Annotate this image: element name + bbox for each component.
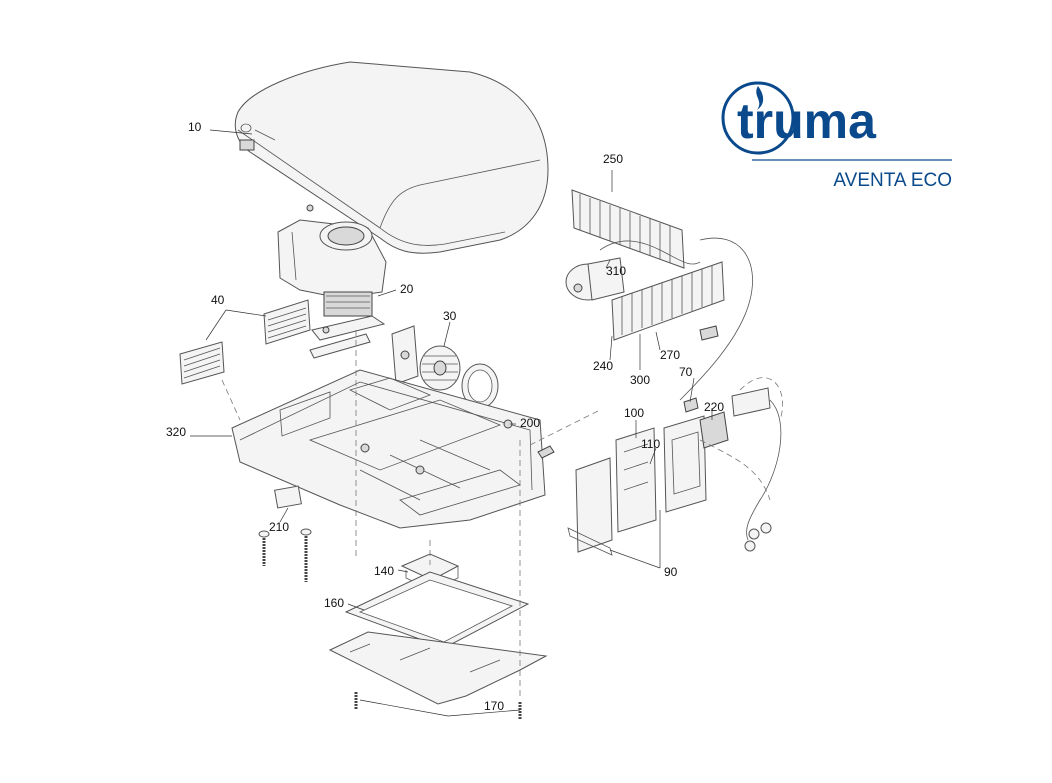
- callout-250: 250: [603, 152, 623, 166]
- part-blower-housing: [277, 204, 387, 359]
- part-fan: [391, 325, 499, 409]
- part-small-hardware: [258, 419, 555, 582]
- callout-90: 90: [664, 565, 678, 579]
- callout-10: 10: [188, 120, 202, 134]
- callout-30: 30: [443, 309, 457, 323]
- callout-320: 320: [166, 425, 186, 439]
- part-heat-exchangers: [565, 189, 753, 401]
- brand-logo: truma AVENTA ECO: [721, 81, 952, 191]
- brand-wordmark: truma: [737, 93, 877, 149]
- callout-240: 240: [593, 359, 613, 373]
- callout-100: 100: [624, 406, 644, 420]
- part-electronics: [567, 387, 782, 556]
- callout-40: 40: [211, 293, 225, 307]
- product-name: AVENTA ECO: [833, 170, 952, 191]
- assembly-lines: [221, 330, 783, 700]
- callout-20: 20: [400, 282, 414, 296]
- callout-220: 220: [704, 400, 724, 414]
- callout-labels: 10 20 30 40 70 90 100 110 140 160 170 20…: [166, 120, 724, 713]
- callout-170: 170: [484, 699, 504, 713]
- callout-70: 70: [679, 365, 693, 379]
- part-grilles: [179, 299, 311, 385]
- callout-110: 110: [641, 437, 660, 451]
- part-frame-gasket: [328, 553, 548, 720]
- callout-310: 310: [606, 264, 626, 278]
- leader-lines: [190, 129, 713, 717]
- callout-270: 270: [660, 348, 680, 362]
- callout-140: 140: [374, 564, 394, 578]
- callout-210: 210: [269, 520, 289, 534]
- callout-300: 300: [630, 373, 650, 387]
- logo-ring: [721, 81, 795, 155]
- callout-160: 160: [324, 596, 344, 610]
- flame-logo-icon: [756, 86, 764, 110]
- callout-200: 200: [520, 416, 540, 430]
- part-cover: [234, 61, 549, 254]
